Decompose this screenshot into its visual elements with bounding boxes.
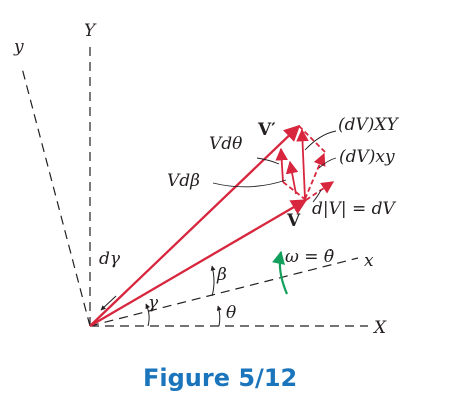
- beta-label: β: [216, 265, 227, 285]
- leader-d-abs-V: [312, 189, 322, 203]
- X-axis-label: X: [372, 318, 387, 338]
- x-axis-line: [89, 257, 359, 327]
- d-gamma-label: dγ: [99, 249, 121, 269]
- V-d-theta-label: Vdθ: [209, 134, 242, 154]
- leader-dV-xy: [318, 157, 337, 169]
- y-axis-label: y: [13, 37, 24, 57]
- theta-arc: [216, 305, 222, 327]
- theta-label: θ: [226, 303, 236, 323]
- leader-V-d-beta: [212, 179, 287, 188]
- d-abs-V-label: d|V| = dV: [312, 199, 397, 219]
- omega-label: ω = θ̇: [285, 247, 334, 267]
- vector-dV-XY: [296, 128, 309, 200]
- y-axis-line: [21, 67, 91, 327]
- gamma-arc: [145, 303, 151, 327]
- vector-V: [89, 199, 308, 327]
- V-label: V: [286, 211, 301, 231]
- omega-arrow: [272, 250, 289, 295]
- gamma-label: γ: [148, 293, 159, 313]
- vector-V-d-beta: [285, 160, 299, 195]
- Y-axis-label: Y: [84, 21, 97, 41]
- x-axis-label: x: [364, 251, 374, 271]
- V-d-beta-label: Vdβ: [167, 171, 200, 191]
- d-gamma-marker: [100, 295, 117, 311]
- dV-XY-label: (dV)XY: [338, 115, 400, 135]
- vector-V-prime: [89, 124, 301, 327]
- leader-dV-XY: [304, 130, 337, 151]
- vector-d-abs-V: [305, 181, 335, 201]
- dashed-connector-top: [298, 125, 326, 153]
- vector-dV-xy: [304, 152, 326, 200]
- V-prime-label: V′: [257, 120, 276, 140]
- dV-xy-label: (dV)xy: [339, 147, 395, 167]
- beta-arc: [210, 265, 216, 297]
- leader-V-d-theta: [256, 157, 280, 165]
- dashed-connector-bottom: [282, 181, 307, 201]
- vector-V-d-theta: [275, 147, 288, 183]
- figure-caption: Figure 5/12: [143, 364, 297, 392]
